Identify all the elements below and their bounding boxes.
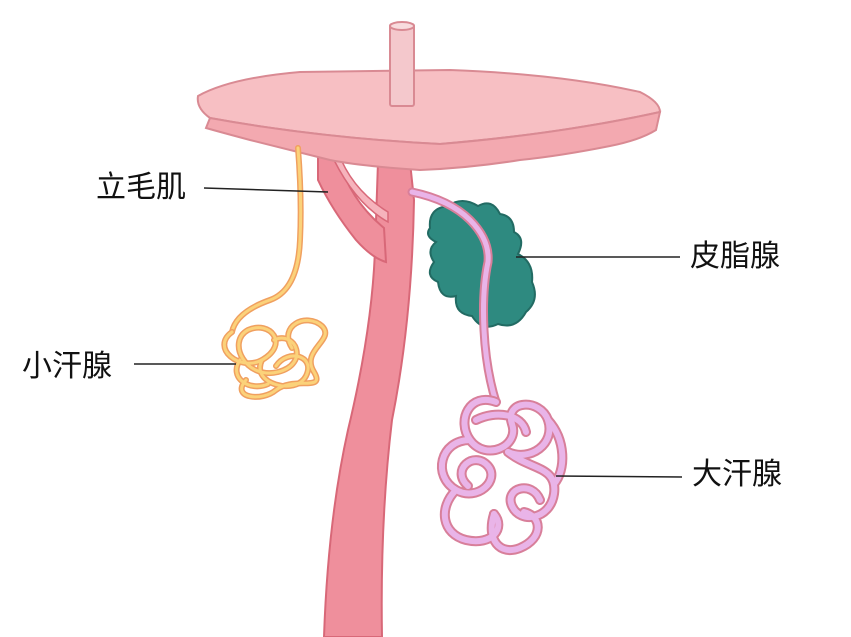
- apocrine-gland-label: 大汗腺: [692, 457, 782, 492]
- sebaceous-gland: [427, 200, 536, 328]
- arrector-pili-leader: [203, 187, 329, 193]
- eccrine-gland-label: 小汗腺: [22, 349, 112, 384]
- apocrine-gland: [436, 395, 568, 555]
- arrector-pili-muscle-strand: [333, 150, 389, 224]
- hair-follicle: [322, 155, 416, 637]
- sebaceous-gland-label: 皮脂腺: [690, 239, 780, 274]
- eccrine-gland: [221, 317, 329, 400]
- hair-shaft: [389, 23, 415, 107]
- apocrine-gland-leader: [555, 475, 683, 478]
- eccrine-duct: [229, 145, 304, 335]
- apocrine-duct-inner: [409, 189, 499, 405]
- hair-shaft-top: [389, 21, 415, 31]
- arrector-pili-label: 立毛肌: [96, 170, 186, 205]
- eccrine-duct-inner: [230, 146, 303, 334]
